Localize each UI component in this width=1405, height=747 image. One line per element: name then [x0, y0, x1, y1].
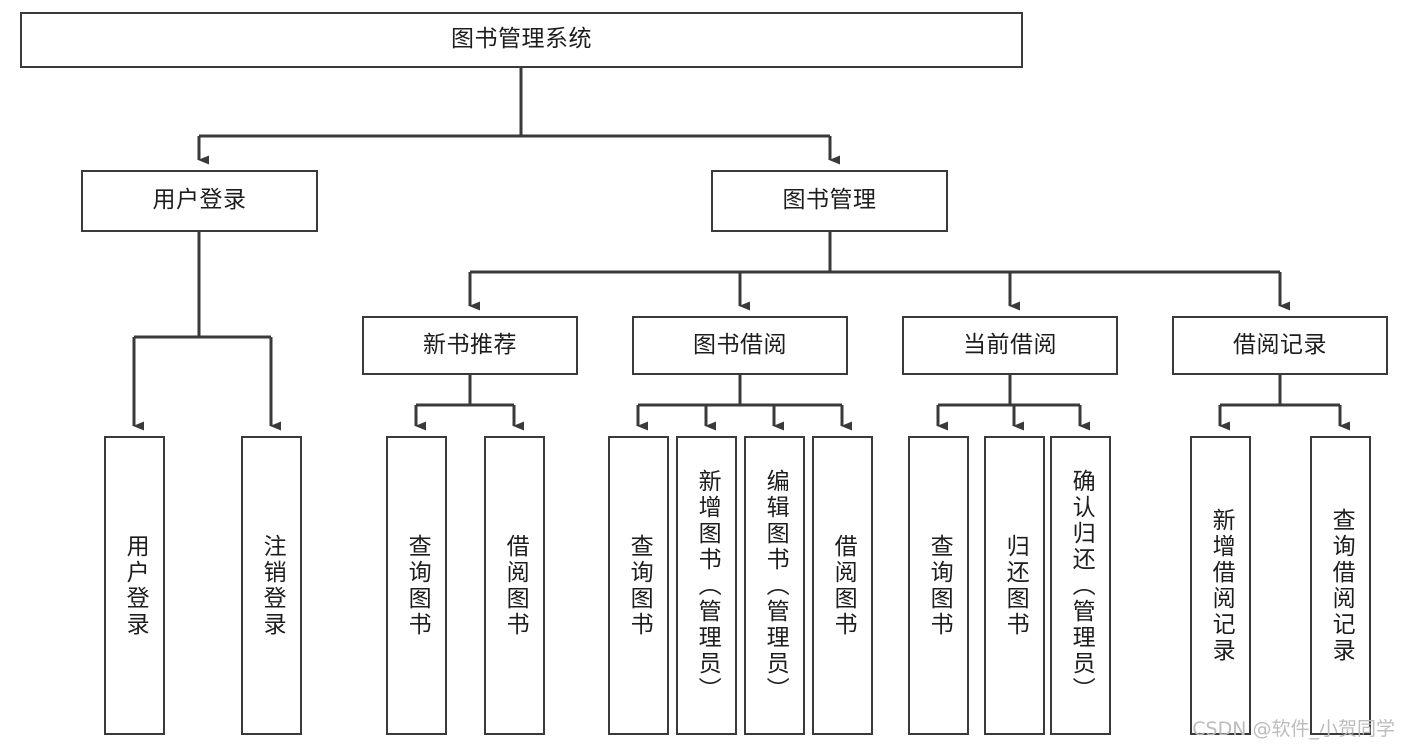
- node-leaf-confirm-return-label: 确认归还（管理员）: [1068, 468, 1095, 703]
- node-leaf-query-record-label: 查询借阅记录: [1328, 507, 1355, 664]
- node-leaf-add-book-label: 新增图书（管理员）: [694, 468, 721, 703]
- node-leaf-borrow-book-2[interactable]: 借阅图书: [812, 436, 873, 735]
- node-root[interactable]: 图书管理系统: [20, 12, 1023, 68]
- node-user-login[interactable]: 用户登录: [81, 170, 318, 232]
- node-root-label: 图书管理系统: [451, 26, 592, 53]
- node-leaf-confirm-return[interactable]: 确认归还（管理员）: [1050, 436, 1111, 735]
- node-leaf-edit-book[interactable]: 编辑图书（管理员）: [744, 436, 805, 735]
- node-leaf-query-book-1[interactable]: 查询图书: [386, 436, 447, 735]
- node-book-management[interactable]: 图书管理: [711, 170, 948, 232]
- node-leaf-user-login[interactable]: 用户登录: [104, 436, 165, 735]
- connector-newbook-to-leaves: [414, 375, 524, 431]
- node-book-management-label: 图书管理: [782, 187, 877, 214]
- node-leaf-query-book-1-label: 查询图书: [404, 533, 431, 638]
- node-book-borrow[interactable]: 图书借阅: [632, 316, 848, 375]
- node-leaf-add-record[interactable]: 新增借阅记录: [1190, 436, 1251, 735]
- node-borrow-record-label: 借阅记录: [1233, 331, 1327, 358]
- node-leaf-query-book-2[interactable]: 查询图书: [608, 436, 669, 735]
- node-current-borrow-label: 当前借阅: [963, 331, 1057, 358]
- node-leaf-query-record[interactable]: 查询借阅记录: [1310, 436, 1371, 735]
- connector-userlogin-to-leaves: [132, 232, 281, 431]
- connector-bookborrow-to-leaves: [636, 375, 852, 431]
- connector-currentborrow-to-leaves: [936, 375, 1090, 431]
- connector-root-to-level1: [197, 68, 840, 165]
- node-new-book-recommend-label: 新书推荐: [423, 331, 517, 358]
- node-user-login-label: 用户登录: [152, 187, 247, 214]
- node-new-book-recommend[interactable]: 新书推荐: [362, 316, 578, 375]
- node-leaf-user-login-label: 用户登录: [122, 533, 149, 638]
- node-leaf-borrow-book-1-label: 借阅图书: [502, 533, 529, 638]
- node-leaf-borrow-book-2-label: 借阅图书: [830, 533, 857, 638]
- node-current-borrow[interactable]: 当前借阅: [902, 316, 1118, 375]
- node-borrow-record[interactable]: 借阅记录: [1172, 316, 1388, 375]
- connector-bookmgmt-to-level2: [468, 232, 1290, 311]
- node-leaf-user-logout-label: 注销登录: [259, 533, 286, 638]
- node-leaf-return-book[interactable]: 归还图书: [984, 436, 1045, 735]
- node-book-borrow-label: 图书借阅: [693, 331, 787, 358]
- node-leaf-user-logout[interactable]: 注销登录: [241, 436, 302, 735]
- node-leaf-add-record-label: 新增借阅记录: [1208, 507, 1235, 664]
- node-leaf-add-book[interactable]: 新增图书（管理员）: [676, 436, 737, 735]
- node-leaf-return-book-label: 归还图书: [1002, 533, 1029, 638]
- node-leaf-query-book-3-label: 查询图书: [926, 533, 953, 638]
- connector-borrowrecord-to-leaves: [1218, 375, 1350, 431]
- node-leaf-query-book-2-label: 查询图书: [626, 533, 653, 638]
- node-leaf-borrow-book-1[interactable]: 借阅图书: [484, 436, 545, 735]
- node-leaf-query-book-3[interactable]: 查询图书: [908, 436, 969, 735]
- node-leaf-edit-book-label: 编辑图书（管理员）: [762, 468, 789, 703]
